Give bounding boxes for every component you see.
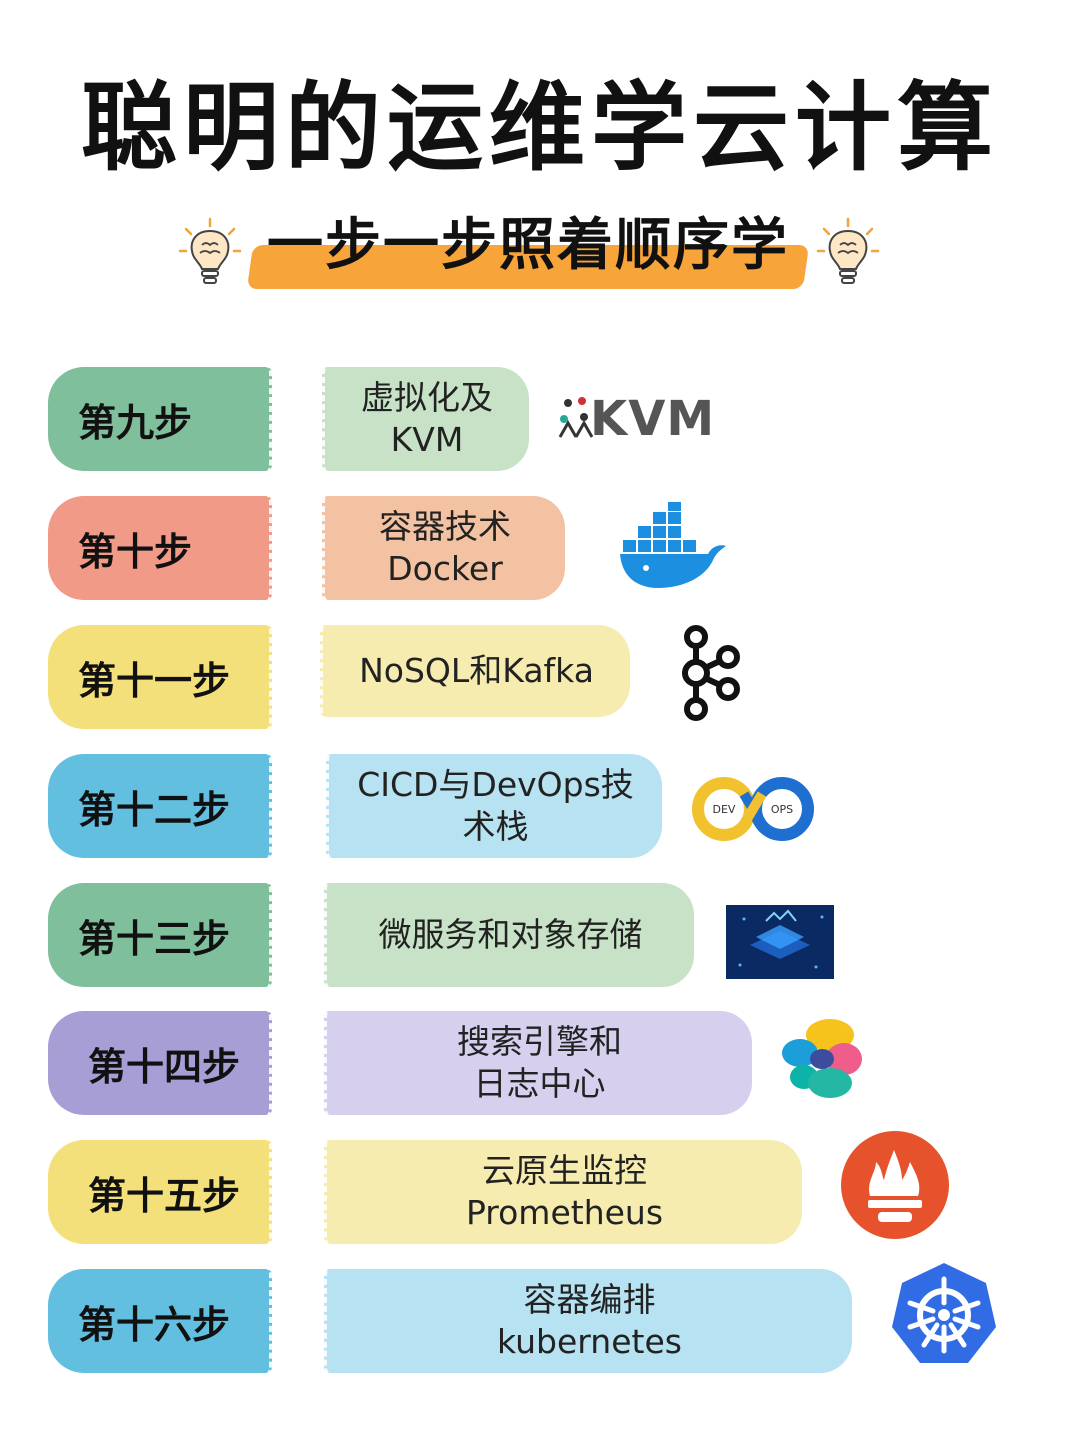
step-topic: 微服务和对象存储: [324, 883, 694, 987]
devops-infinity-icon: DEV OPS: [692, 777, 814, 841]
docker-whale-icon: [620, 502, 726, 588]
kvm-wordmark: KVM: [590, 391, 716, 447]
subtitle-banner: 一步一步照着顺序学: [0, 205, 1080, 295]
step-label: 第十六步: [48, 1269, 272, 1373]
kubernetes-icon: [892, 1263, 996, 1363]
step-topic: NoSQL和Kafka: [320, 625, 630, 717]
step-label: 第十步: [48, 496, 272, 600]
step-topic: 搜索引擎和日志中心: [324, 1011, 752, 1115]
devops-dev-label: DEV: [713, 803, 736, 816]
lightbulb-brain-icon: [816, 217, 880, 284]
step-topic: CICD与DevOps技术栈: [326, 754, 662, 858]
kvm-figures-icon: [558, 397, 594, 438]
step-label: 第十四步: [48, 1011, 272, 1115]
step-label: 第十一步: [48, 625, 272, 729]
step-row-11: 第十一步 NoSQL和Kafka: [0, 625, 1080, 731]
step-row-13: 第十三步 微服务和对象存储: [0, 883, 1080, 989]
step-label: 第九步: [48, 367, 272, 471]
devops-ops-label: OPS: [771, 803, 793, 816]
step-label: 第十三步: [48, 883, 272, 987]
step-row-14: 第十四步 搜索引擎和日志中心: [0, 1011, 1080, 1117]
step-label: 第十五步: [48, 1140, 272, 1244]
elastic-icon: [782, 1019, 862, 1098]
step-row-12: 第十二步 CICD与DevOps技术栈 DEV OPS: [0, 754, 1080, 860]
page-title: 聪明的运维学云计算: [81, 72, 999, 184]
step-label: 第十二步: [48, 754, 272, 858]
kafka-icon: [682, 625, 740, 721]
subtitle: 一步一步照着顺序学: [267, 213, 789, 278]
microservice-chip-image: [726, 905, 834, 979]
prometheus-icon: [841, 1131, 949, 1239]
kvm-logo: KVM: [556, 391, 714, 447]
lightbulb-brain-icon: [178, 217, 242, 284]
